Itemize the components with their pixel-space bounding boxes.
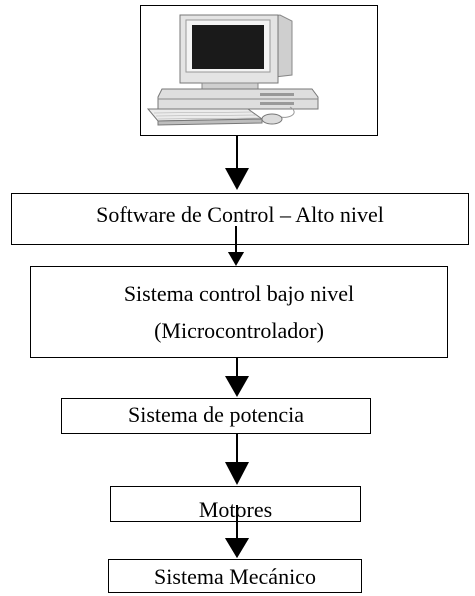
motors-box: Motores: [110, 486, 361, 522]
software-control-box: Software de Control – Alto nivel: [11, 193, 469, 245]
arrowhead-computer-to-software: [225, 168, 249, 190]
software-control-label: Software de Control – Alto nivel: [96, 202, 384, 227]
arrowhead-motors-to-mechanical: [225, 538, 249, 558]
mechanical-system-label: Sistema Mecánico: [154, 564, 316, 589]
power-system-box: Sistema de potencia: [61, 398, 371, 434]
microcontroller-label: (Microcontrolador): [154, 318, 324, 344]
desktop-computer-icon: [146, 14, 319, 126]
arrowhead-lowlevel-to-power: [225, 376, 249, 397]
arrowhead-power-to-motors: [225, 462, 249, 485]
power-system-label: Sistema de potencia: [128, 402, 304, 427]
low-level-control-label: Sistema control bajo nivel: [123, 281, 355, 306]
motors-label: Motores: [198, 497, 273, 522]
mechanical-system-box: Sistema Mecánico: [108, 559, 362, 593]
arrowhead-software-to-lowlevel: [228, 252, 244, 265]
computer-box: [140, 5, 378, 136]
low-level-control-box: Sistema control bajo nivel (Microcontrol…: [30, 266, 448, 358]
